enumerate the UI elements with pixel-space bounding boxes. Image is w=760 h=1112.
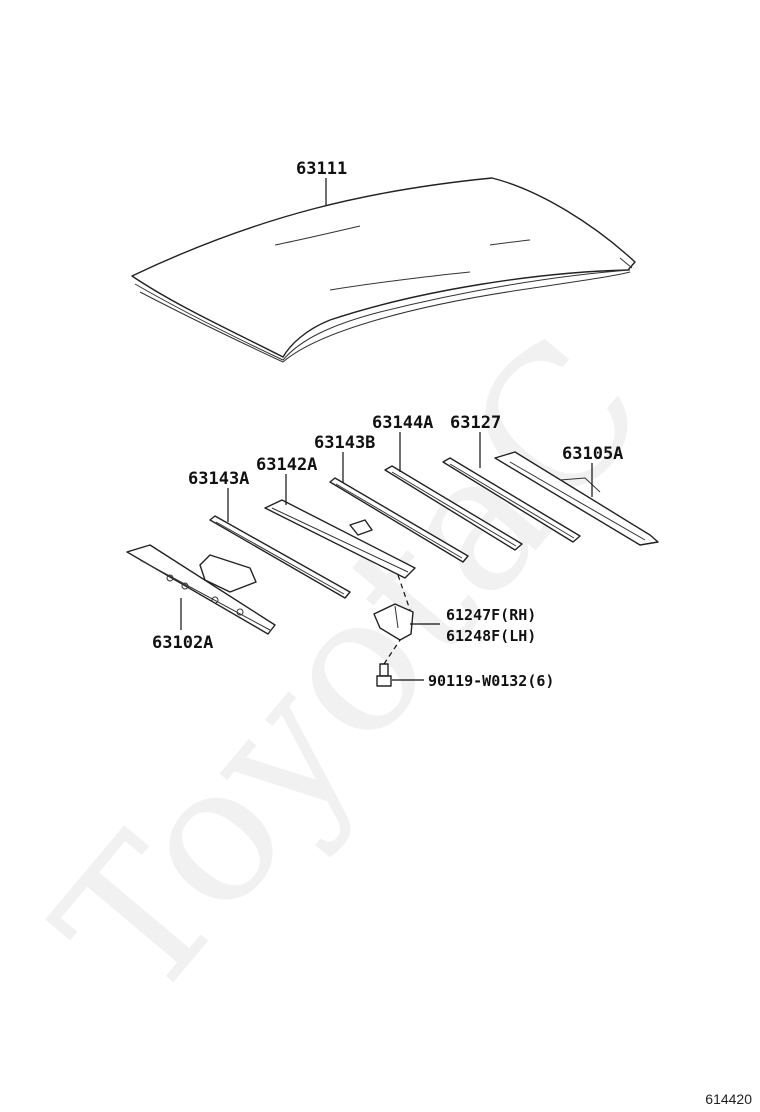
watermark-text: ToyotaC (15, 297, 688, 1039)
label-roof-panel: 63111 (296, 159, 347, 179)
label-63142a: 63142A (256, 455, 317, 475)
figure-number: 614420 (705, 1091, 752, 1107)
roof-rail-rear[interactable] (494, 451, 659, 546)
roof-bracket[interactable] (373, 603, 414, 641)
dashed-fastener-line (383, 574, 411, 665)
roof-rail-front[interactable] (126, 544, 276, 635)
label-bracket-lh: 61248F(LH) (446, 627, 536, 645)
roof-panel[interactable] (131, 177, 636, 363)
roof-bow-63143b[interactable] (329, 477, 469, 563)
roof-bow-63143a[interactable] (209, 515, 351, 599)
label-63127: 63127 (450, 413, 501, 433)
label-63143b: 63143B (314, 433, 375, 453)
roof-bow-63127[interactable] (442, 457, 581, 543)
label-63144a: 63144A (372, 413, 433, 433)
roof-bow-63142a[interactable] (264, 499, 416, 579)
watermark: ToyotaC (15, 297, 688, 1039)
label-bolt: 90119-W0132(6) (428, 672, 554, 690)
label-bracket-rh: 61247F(RH) (446, 606, 536, 624)
roof-bow-63144a[interactable] (384, 465, 523, 551)
label-63102a: 63102A (152, 633, 213, 653)
bolt[interactable] (376, 663, 392, 687)
label-63143a: 63143A (188, 469, 249, 489)
label-63105a: 63105A (562, 444, 623, 464)
